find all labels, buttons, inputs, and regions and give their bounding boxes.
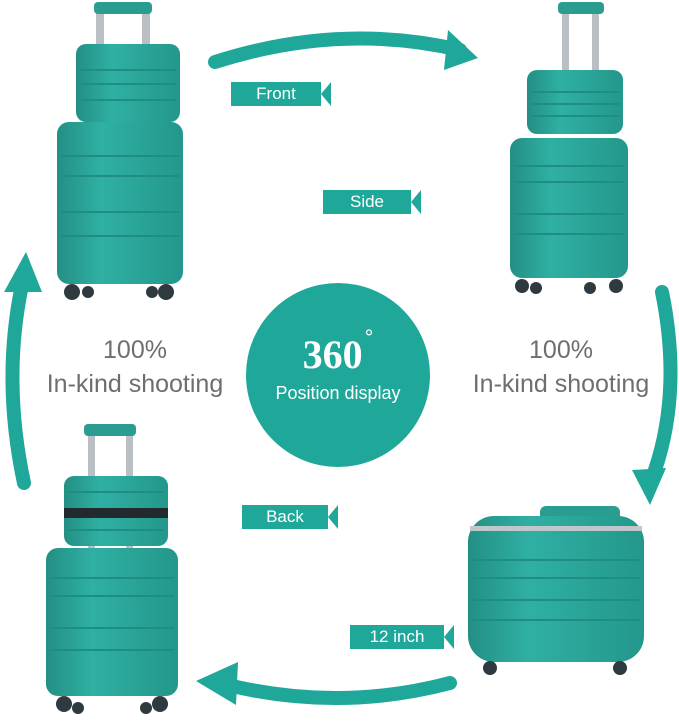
tag-side-text: Side xyxy=(349,192,385,211)
top-arrow-icon xyxy=(208,30,478,70)
tag-front-text: Front xyxy=(256,84,296,103)
right-arrow-icon xyxy=(632,285,678,505)
front-view-luggage xyxy=(57,2,183,300)
degree-value: 360° xyxy=(246,325,430,378)
center-badge: 360° Position display xyxy=(246,283,430,467)
left-caption: 100% In-kind shooting xyxy=(20,333,250,401)
tag-front: Front xyxy=(231,82,331,106)
degree-symbol: ° xyxy=(364,325,374,350)
right-caption: 100% In-kind shooting xyxy=(446,333,676,401)
tag-size-text: 12 inch xyxy=(369,627,425,646)
left-caption-line1: 100% xyxy=(103,336,167,364)
left-arrow-icon xyxy=(4,252,42,490)
degree-number: 360 xyxy=(302,332,363,377)
right-caption-line1: 100% xyxy=(529,336,593,364)
bottom-arrow-icon xyxy=(196,662,457,705)
tag-back: Back xyxy=(242,505,338,529)
vanity-case-12-inch xyxy=(468,506,644,675)
right-caption-line2: In-kind shooting xyxy=(472,370,650,398)
position-display-label: Position display xyxy=(275,383,401,403)
side-view-luggage xyxy=(510,2,628,294)
tag-side: Side xyxy=(323,190,421,214)
tag-size: 12 inch xyxy=(350,625,454,649)
left-caption-line2: In-kind shooting xyxy=(46,370,224,398)
tag-back-text: Back xyxy=(266,507,304,526)
back-view-luggage xyxy=(46,424,178,714)
